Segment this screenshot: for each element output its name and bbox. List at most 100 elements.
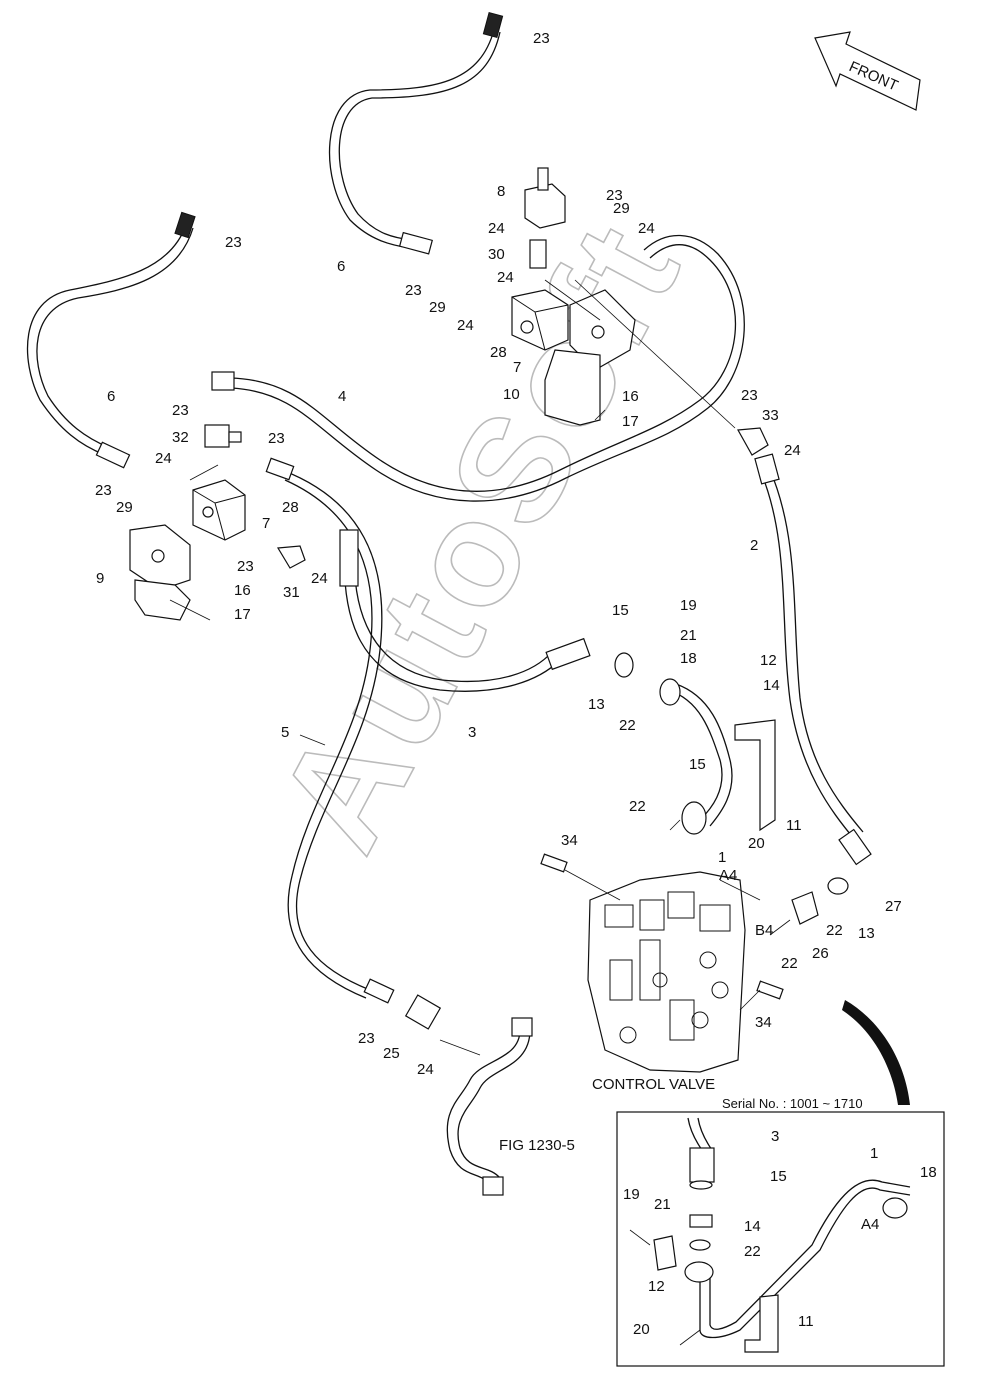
callout-c24h: 24	[417, 1061, 434, 1078]
callout-c15b: 15	[689, 756, 706, 773]
callout-c14a: 14	[763, 677, 780, 694]
front-arrow-icon: FRONT	[814, 31, 921, 111]
hose-6-left	[26, 211, 196, 469]
callout-c3b: 3	[771, 1128, 779, 1145]
callout-c29c: 29	[116, 499, 133, 516]
callout-c24g: 24	[311, 570, 328, 587]
callout-c21a: 21	[680, 627, 697, 644]
callout-c23g: 23	[741, 387, 758, 404]
callout-c33: 33	[762, 407, 779, 424]
callout-c10: 10	[503, 386, 520, 403]
callout-c29b: 29	[429, 299, 446, 316]
hose-2	[754, 453, 872, 866]
callout-c24b: 24	[638, 220, 655, 237]
bracket-9	[129, 524, 191, 621]
callout-c16a: 16	[622, 388, 639, 405]
hose-6-upper	[328, 11, 504, 255]
fitting-34	[540, 853, 784, 1000]
callout-c25: 25	[383, 1045, 400, 1062]
callout-c24f: 24	[155, 450, 172, 467]
detail-indicator-arrow-icon	[842, 1000, 910, 1105]
callout-c22a: 22	[619, 717, 636, 734]
control-valve-label: CONTROL VALVE	[592, 1076, 715, 1093]
bracket-11	[734, 719, 776, 832]
callout-c13b: 13	[858, 925, 875, 942]
flange-26	[791, 877, 849, 925]
callout-c5: 5	[281, 724, 289, 741]
callout-c24d: 24	[457, 317, 474, 334]
callout-c17a: 17	[622, 413, 639, 430]
callout-c7a: 7	[513, 359, 521, 376]
callout-c9: 9	[96, 570, 104, 587]
callout-c23b: 23	[225, 234, 242, 251]
watermark: AutoSoft	[245, 195, 713, 875]
callout-c16b: 16	[234, 582, 251, 599]
callout-c31: 31	[283, 584, 300, 601]
callout-c18b: 18	[920, 1164, 937, 1181]
callout-c21b: 21	[654, 1196, 671, 1213]
callout-c23a: 23	[533, 30, 550, 47]
valve-block-lower	[192, 424, 246, 541]
callout-c23i: 23	[237, 558, 254, 575]
callout-c29a: 29	[613, 200, 630, 217]
hose-3	[339, 529, 591, 692]
callout-c7b: 7	[262, 515, 270, 532]
callout-c1b: 1	[870, 1145, 878, 1162]
callout-c22d: 22	[781, 955, 798, 972]
callout-c28a: 28	[490, 344, 507, 361]
callout-c32: 32	[172, 429, 189, 446]
callout-c1a: 1	[718, 849, 726, 866]
callout-c34b: 34	[755, 1014, 772, 1031]
callout-cB4: B4	[755, 922, 773, 939]
callout-c6b: 6	[107, 388, 115, 405]
valve-block-upper	[511, 167, 569, 351]
callout-c18a: 18	[680, 650, 697, 667]
pipe-1-main	[614, 652, 733, 835]
leader-lines	[169, 279, 791, 1346]
callout-c17b: 17	[234, 606, 251, 623]
callout-c30: 30	[488, 246, 505, 263]
callout-c22c: 22	[826, 922, 843, 939]
callout-c11a: 11	[786, 817, 802, 834]
callout-c20a: 20	[748, 835, 765, 852]
detail-box	[616, 1111, 945, 1367]
callout-c15c: 15	[770, 1168, 787, 1185]
callout-c12a: 12	[760, 652, 777, 669]
callout-c20b: 20	[633, 1321, 650, 1338]
callout-c24a: 24	[488, 220, 505, 237]
callout-c23j: 23	[358, 1030, 375, 1047]
callout-c6a: 6	[337, 258, 345, 275]
callout-c19a: 19	[680, 597, 697, 614]
callout-c24c: 24	[497, 269, 514, 286]
hose-4	[211, 234, 745, 502]
control-valve	[587, 871, 746, 1073]
callout-c12b: 12	[648, 1278, 665, 1295]
callout-cA4b: A4	[861, 1216, 879, 1233]
callout-c11b: 11	[798, 1313, 814, 1330]
callout-c23c: 23	[606, 187, 623, 204]
callout-c23d: 23	[405, 282, 422, 299]
callout-c23h: 23	[95, 482, 112, 499]
callout-c14b: 14	[744, 1218, 761, 1235]
callout-c24e: 24	[784, 442, 801, 459]
callout-c4: 4	[338, 388, 346, 405]
serial-label: Serial No. : 1001 ~ 1710	[722, 1096, 863, 1111]
callout-c8: 8	[497, 183, 505, 200]
callout-cA4a: A4	[719, 867, 737, 884]
callout-c22b: 22	[629, 798, 646, 815]
fig-ref-label: FIG 1230-5	[499, 1137, 575, 1154]
callout-c27: 27	[885, 898, 902, 915]
callout-c15a: 15	[612, 602, 629, 619]
callout-c3a: 3	[468, 724, 476, 741]
callout-c34a: 34	[561, 832, 578, 849]
callout-c23f: 23	[268, 430, 285, 447]
callout-c23e: 23	[172, 402, 189, 419]
callout-c13a: 13	[588, 696, 605, 713]
callout-c22e: 22	[744, 1243, 761, 1260]
callout-c2: 2	[750, 537, 758, 554]
elbow-fittings	[276, 427, 769, 1030]
callout-c19b: 19	[623, 1186, 640, 1203]
callout-c28b: 28	[282, 499, 299, 516]
